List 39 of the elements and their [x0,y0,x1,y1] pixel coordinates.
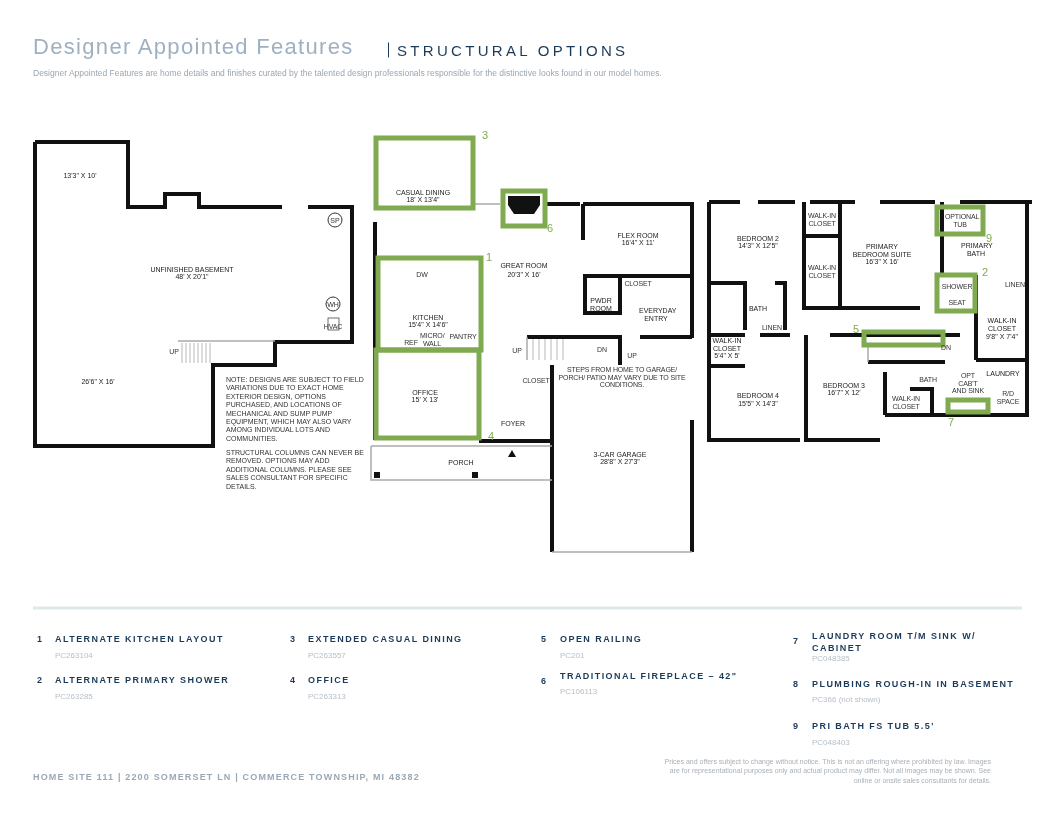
callout-number: 9 [986,232,993,244]
callout-number: 2 [982,266,989,278]
option-code: PC048403 [812,737,850,749]
option-number: 4 [290,674,295,688]
option-number: 7 [793,635,798,649]
option-number: 9 [793,720,798,734]
option-title: ALTERNATE PRIMARY SHOWER [55,675,230,687]
option-code: PC263313 [308,691,346,703]
callout-number: 6 [547,222,554,234]
callout-number: 7 [948,416,955,428]
option-number: 5 [541,633,546,647]
option-title: PRI BATH FS TUB 5.5' [812,721,935,733]
option-title: OPEN RAILING [560,634,643,646]
section-subtitle: STRUCTURAL OPTIONS [388,42,629,58]
option-code: PC048385 [812,653,850,665]
option-title: LAUNDRY ROOM T/M SINK W/ CABINET [812,631,978,655]
option-title: EXTENDED CASUAL DINING [308,634,463,646]
option-title: OFFICE [308,675,350,687]
option-number: 1 [37,633,42,647]
option-number: 8 [793,678,798,692]
page-title: Designer Appointed Features [33,36,354,58]
page-caption: Designer Appointed Features are home details and finishes curated by the talented design professionals responsible for the distinctive looks found in our model homes. [33,67,662,80]
option-code: PC263557 [308,650,346,662]
option-code: PC263285 [55,691,93,703]
option-title: PLUMBING ROUGH-IN IN BASEMENT [812,679,1015,691]
option-code: PC201 [560,650,585,662]
callout-number: 5 [853,323,860,335]
option-number: 3 [290,633,295,647]
option-title: ALTERNATE KITCHEN LAYOUT [55,634,224,646]
option-code: PC366 (not shown) [812,694,881,706]
callout-number: 3 [482,129,489,141]
callout-number: 1 [486,251,493,263]
option-number: 6 [541,675,546,689]
option-title: TRADITIONAL FIREPLACE – 42" [560,671,738,683]
option-number: 2 [37,674,42,688]
option-code: PC263104 [55,650,93,662]
callout-number: 4 [488,430,495,442]
option-code: PC106113 [560,686,598,698]
footer-address: HOME SITE 111 | 2200 SOMERSET LN | COMMERCE TOWNSHIP, MI 48382 [33,771,420,785]
